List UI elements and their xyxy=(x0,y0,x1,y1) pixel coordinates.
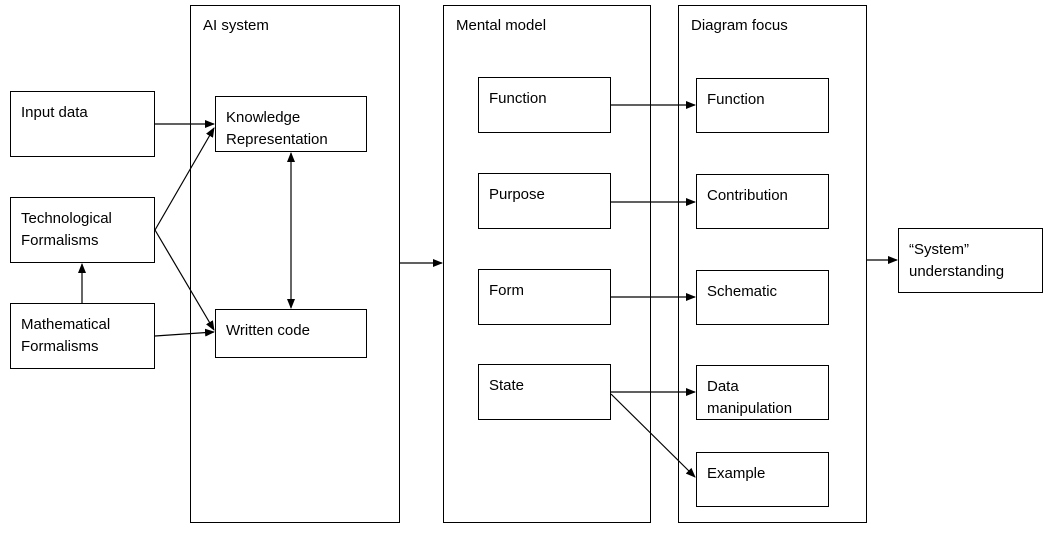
node-knowledge-representation: Knowledge Representation xyxy=(215,96,367,152)
node-system-understanding: “System” understanding xyxy=(898,228,1043,293)
container-ai-system-title: AI system xyxy=(203,17,269,34)
container-diagram-focus: Diagram focus xyxy=(678,5,867,523)
node-diagram-focus-function: Function xyxy=(696,78,829,133)
node-diagram-focus-data-manipulation: Data manipulation xyxy=(696,365,829,420)
node-mental-model-form: Form xyxy=(478,269,611,325)
node-input-data: Input data xyxy=(10,91,155,157)
node-diagram-focus-contribution: Contribution xyxy=(696,174,829,229)
node-written-code: Written code xyxy=(215,309,367,358)
container-mental-model: Mental model xyxy=(443,5,651,523)
container-mental-model-title: Mental model xyxy=(456,17,547,34)
node-mental-model-state: State xyxy=(478,364,611,420)
node-diagram-focus-example: Example xyxy=(696,452,829,507)
node-mental-model-purpose: Purpose xyxy=(478,173,611,229)
container-ai-system: AI system xyxy=(190,5,400,523)
container-diagram-focus-title: Diagram focus xyxy=(691,17,788,34)
node-technological-formalisms: Technological Formalisms xyxy=(10,197,155,263)
node-mathematical-formalisms: Mathematical Formalisms xyxy=(10,303,155,369)
node-diagram-focus-schematic: Schematic xyxy=(696,270,829,325)
node-mental-model-function: Function xyxy=(478,77,611,133)
